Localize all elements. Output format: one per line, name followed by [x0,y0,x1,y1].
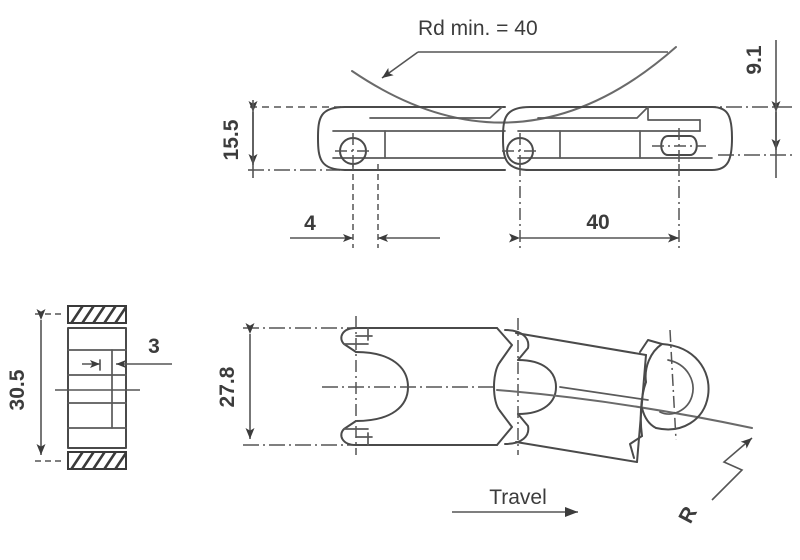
travel-label: Travel [489,486,547,509]
lower-hatched-block [67,451,127,470]
dimension-4: 4 [290,164,440,248]
dimension-27-8: 27.8 [216,323,255,439]
bend-radius-arc [351,46,677,124]
front-section-view: 30.5 3 [6,305,172,470]
dimension-30-5-value: 30.5 [6,369,29,410]
dimension-40-value: 40 [586,211,609,234]
bend-radius-leader [381,51,668,79]
dimension-9-1-value: 9.1 [743,45,766,75]
travel-direction: Travel [452,486,578,517]
side-elevation-view: Rd min. = 40 [220,17,792,248]
bend-radius-label: Rd min. = 40 [418,17,538,40]
pivot-joint-center [493,318,557,455]
articulation-arc [496,389,753,429]
radius-label: R [675,503,702,527]
dimension-40: 40 [509,164,680,248]
dimension-3-value: 3 [148,335,160,358]
radius-leader: R [675,437,753,527]
dimension-9-1: 9.1 [743,40,781,178]
left-pin-hole [335,133,371,169]
upper-hatched-block [67,305,127,324]
straight-link-plan [322,316,498,455]
dimension-4-value: 4 [304,212,316,235]
right-obround-slot [652,128,706,163]
dimension-3: 3 [82,335,172,368]
left-link-profile [317,106,506,171]
angled-link-plan [515,332,649,463]
dimension-30-5: 30.5 [6,309,62,462]
dimension-15-5-value: 15.5 [220,119,243,160]
dimension-27-8-value: 27.8 [216,366,239,407]
center-pin-hole [502,133,538,169]
dimension-15-5: 15.5 [220,100,258,178]
plan-articulation-view: 27.8 [216,316,753,527]
section-body-outline [67,327,127,449]
pivot-joint-right [629,329,710,459]
right-link-profile [502,106,733,171]
